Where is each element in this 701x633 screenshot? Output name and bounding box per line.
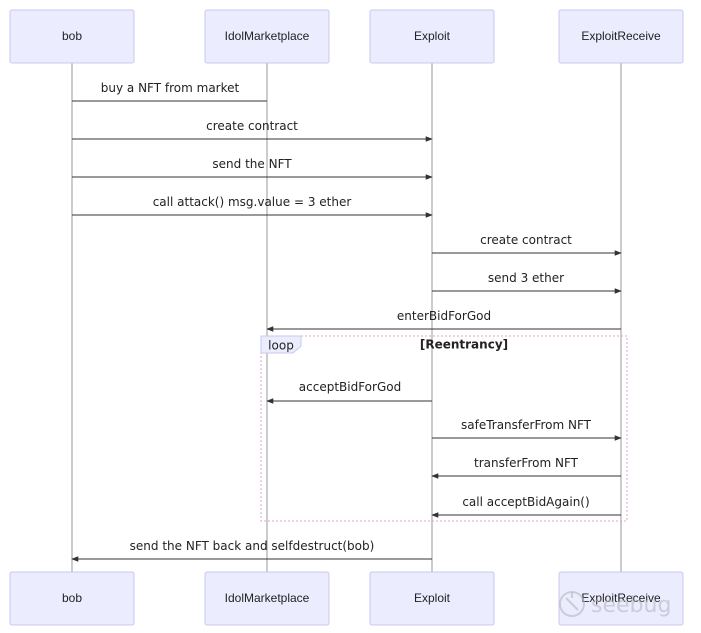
- message-12: send the NFT back and selfdestruct(bob): [71, 539, 432, 562]
- loop-frame: loop [Reentrancy]: [260, 335, 628, 522]
- actor-label: ExploitReceive: [581, 591, 661, 605]
- loop-box: [260, 335, 628, 522]
- actor-label: IdolMarketplace: [225, 29, 310, 43]
- actor-bottom-idolmarketplace: IdolMarketplace: [204, 571, 330, 626]
- loop-condition: [Reentrancy]: [420, 338, 508, 352]
- message-label: send the NFT: [212, 157, 292, 171]
- message-label: acceptBidForGod: [299, 380, 401, 394]
- message-5: create contract: [432, 233, 622, 256]
- seebug-watermark: seebug: [559, 591, 671, 618]
- watermark-text: seebug: [591, 593, 671, 618]
- message-label: send the NFT back and selfdestruct(bob): [130, 539, 375, 553]
- actor-label: bob: [62, 591, 82, 605]
- message-label: transferFrom NFT: [474, 456, 579, 470]
- actor-top-idolmarketplace: IdolMarketplace: [204, 9, 330, 64]
- actor-bottom-bob: bob: [9, 571, 135, 626]
- message-9: safeTransferFrom NFT: [432, 418, 622, 441]
- message-1: buy a NFT from market: [72, 81, 267, 102]
- message-label: create contract: [480, 233, 572, 247]
- message-label: buy a NFT from market: [101, 81, 240, 95]
- actor-label: Exploit: [414, 29, 451, 43]
- seebug-logo-icon: [559, 591, 585, 617]
- actor-top-exploit: Exploit: [369, 9, 495, 64]
- message-4: call attack() msg.value = 3 ether: [72, 195, 433, 218]
- message-label: send 3 ether: [488, 271, 564, 285]
- message-6: send 3 ether: [432, 271, 622, 294]
- message-label: enterBidForGod: [397, 309, 491, 323]
- message-11: call acceptBidAgain(): [431, 495, 621, 518]
- actor-top-bob: bob: [9, 9, 135, 64]
- loop-label: loop: [268, 339, 294, 353]
- actor-bottom-exploitreceive: ExploitReceive: [558, 571, 684, 626]
- actor-bottom-exploit: Exploit: [369, 571, 495, 626]
- actor-label: bob: [62, 29, 82, 43]
- message-label: safeTransferFrom NFT: [461, 418, 592, 432]
- loop-tag: [260, 335, 302, 354]
- message-7: enterBidForGod: [266, 309, 621, 332]
- message-label: call acceptBidAgain(): [462, 495, 589, 509]
- actor-label: IdolMarketplace: [225, 591, 310, 605]
- message-8: acceptBidForGod: [266, 380, 432, 404]
- actor-label: Exploit: [414, 591, 451, 605]
- message-10: transferFrom NFT: [431, 456, 621, 479]
- message-2: create contract: [72, 119, 433, 142]
- message-label: call attack() msg.value = 3 ether: [153, 195, 352, 209]
- message-3: send the NFT: [72, 157, 433, 180]
- actor-label: ExploitReceive: [581, 29, 661, 43]
- message-label: create contract: [206, 119, 298, 133]
- actor-top-exploitreceive: ExploitReceive: [558, 9, 684, 64]
